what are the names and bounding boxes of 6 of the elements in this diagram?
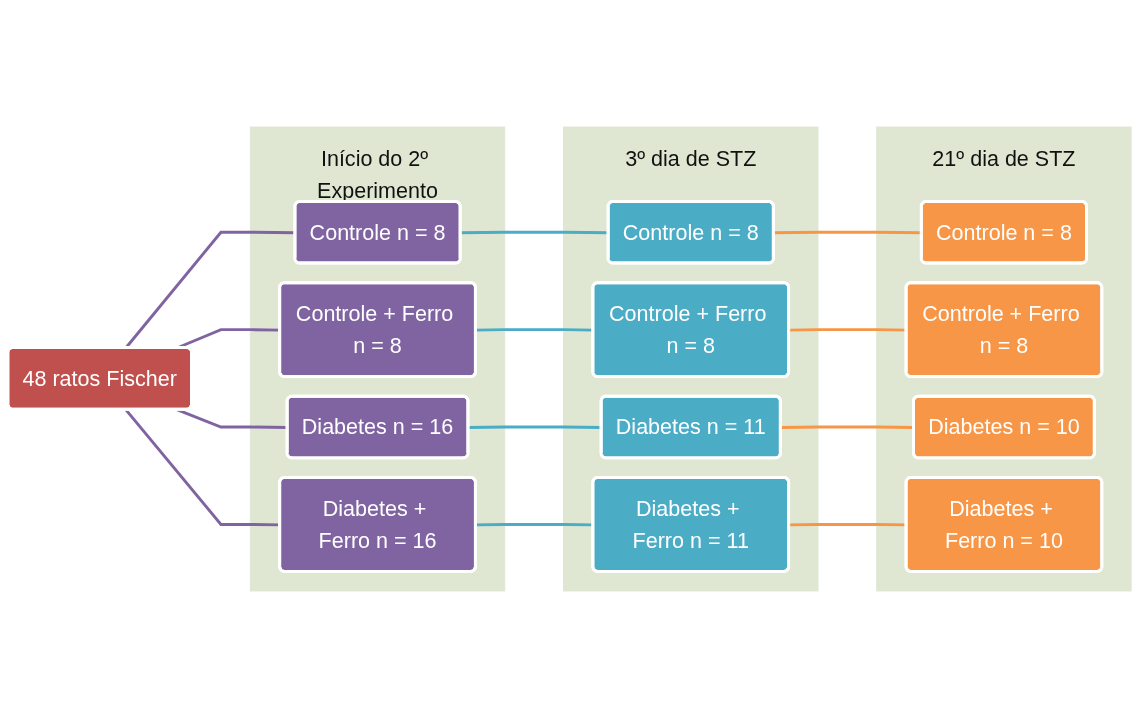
connector bbox=[468, 425, 602, 429]
connector bbox=[789, 522, 907, 527]
connector bbox=[773, 230, 922, 235]
connector bbox=[176, 408, 288, 429]
connector bbox=[789, 328, 907, 332]
connector bbox=[460, 230, 609, 235]
